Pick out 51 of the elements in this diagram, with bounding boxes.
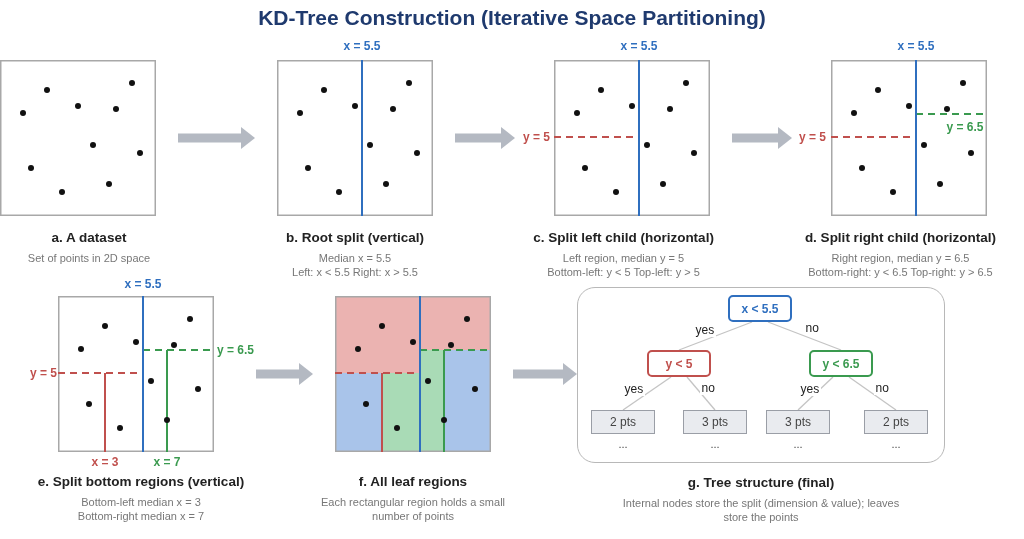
- caption-heading: b. Root split (vertical): [286, 230, 424, 245]
- connector-line: [848, 376, 897, 411]
- diagram-title: KD-Tree Construction (Iterative Space Partitioning): [257, 6, 767, 30]
- caption-text: Each rectangular region holds a small number of points: [319, 495, 506, 523]
- split-label: x = 5.5: [897, 39, 935, 53]
- caption-text: Median x = 5.5: [318, 251, 392, 265]
- arrow: [178, 127, 255, 149]
- decision-box: y < 5: [647, 350, 711, 377]
- leaf-box: 3 pts: [683, 410, 747, 434]
- caption-text: Bottom-left median x = 3: [81, 495, 201, 509]
- arrow: [732, 127, 792, 149]
- split-label: x = 7: [153, 455, 181, 469]
- split-label: x = 3: [91, 455, 119, 469]
- caption-text: Internal nodes store the split (dimension & value); leaves store the points: [621, 496, 901, 524]
- connector-line: [767, 321, 842, 351]
- split-label: y = 6.5: [946, 120, 984, 134]
- split-label: y = 6.5: [217, 343, 255, 357]
- caption-heading: c. Split left child (horizontal): [533, 230, 714, 245]
- connector-line: [622, 376, 672, 411]
- connector-line: [686, 376, 716, 411]
- caption-text: Left region, median y = 5: [562, 251, 685, 265]
- caption-text: Right region, median y = 6.5: [831, 251, 970, 265]
- caption-heading: g. Tree structure (final): [687, 475, 835, 490]
- caption-heading: a. A dataset: [51, 230, 127, 245]
- decision-box: y < 6.5: [809, 350, 873, 377]
- caption-heading: d. Split right child (horizontal): [804, 230, 997, 245]
- split-label: y = 5: [799, 130, 827, 144]
- connector-line: [678, 321, 753, 351]
- caption-heading: f. All leaf regions: [358, 474, 468, 489]
- arrow: [513, 363, 577, 385]
- caption-text: Set of points in 2D space: [27, 251, 151, 265]
- leaf-note: ...: [792, 438, 804, 450]
- arrow: [455, 127, 515, 149]
- leaf-box: 3 pts: [766, 410, 830, 434]
- split-label: y = 5: [523, 130, 551, 144]
- leaf-box: 2 pts: [864, 410, 928, 434]
- leaf-note: ...: [890, 438, 902, 450]
- caption-text: Bottom-right median x = 7: [77, 509, 205, 523]
- split-label: y = 5: [30, 366, 58, 380]
- caption-text: Bottom-right: y < 6.5 Top-right: y > 6.5: [808, 265, 993, 279]
- split-label: x = 5.5: [343, 39, 381, 53]
- arrow: [256, 363, 313, 385]
- caption-heading: e. Split bottom regions (vertical): [37, 474, 245, 489]
- leaf-note: ...: [617, 438, 629, 450]
- split-label: x = 5.5: [620, 39, 658, 53]
- leaf-box: 2 pts: [591, 410, 655, 434]
- caption-text: Left: x < 5.5 Right: x > 5.5: [292, 265, 418, 279]
- decision-box: x < 5.5: [728, 295, 792, 322]
- split-label: x = 5.5: [124, 277, 162, 291]
- leaf-note: ...: [709, 438, 721, 450]
- caption-text: Bottom-left: y < 5 Top-left: y > 5: [547, 265, 700, 279]
